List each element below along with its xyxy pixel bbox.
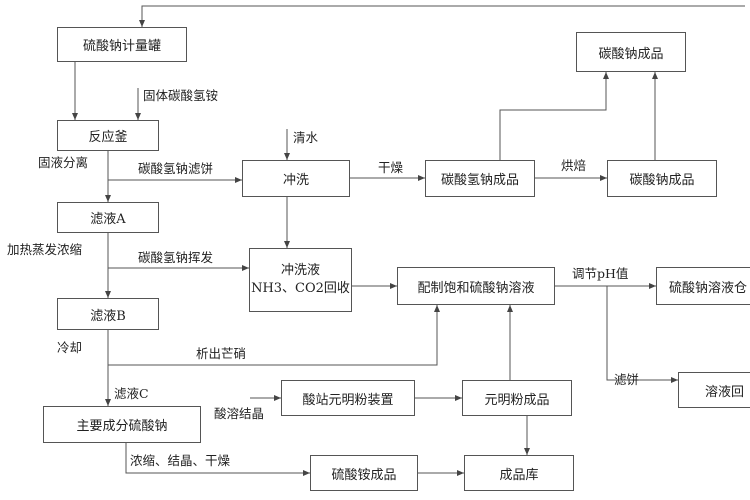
bicarbonate-product-box: 碳酸氢钠成品 <box>425 160 535 197</box>
dry-label: 干燥 <box>378 160 404 175</box>
ammonium-sulfate-product-label: 硫酸铵成品 <box>331 467 397 483</box>
sodium-sulfate-tank-label: 硫酸钠计量罐 <box>82 39 161 54</box>
filter-cake-label: 滤饼 <box>614 372 640 387</box>
washing-label: 冲洗 <box>282 173 309 188</box>
filtrate-a-box: 滤液A <box>57 202 159 233</box>
adjust-ph-label: 调节pH值 <box>572 266 629 281</box>
ammonium-sulfate-product-box: 硫酸铵成品 <box>310 455 418 491</box>
main-component-label: 主要成分硫酸钠 <box>76 419 168 434</box>
carbonate-product-mid-box: 碳酸钠成品 <box>607 160 717 197</box>
bicarbonate-filter-cake-label: 碳酸氢钠滤饼 <box>138 161 214 176</box>
feedback-line <box>139 5 745 27</box>
filtrate-a-label: 滤液A <box>90 212 126 227</box>
precipitate-glauber-label: 析出芒硝 <box>196 346 247 361</box>
bicarbonate-volatilize-label: 碳酸氢钠挥发 <box>138 250 214 265</box>
warehouse-label: 成品库 <box>499 467 539 483</box>
warehouse-box: 成品库 <box>464 455 574 491</box>
carbonate-product-top-label: 碳酸钠成品 <box>598 46 664 62</box>
sodium-sulfate-tank-box: 硫酸钠计量罐 <box>57 27 187 62</box>
solution-recycle-box: 溶液回 <box>678 372 750 408</box>
carbonate-product-top-box: 碳酸钠成品 <box>576 32 686 72</box>
carbonate-product-mid-label: 碳酸钠成品 <box>629 173 695 188</box>
washing-box: 冲洗 <box>242 160 350 197</box>
calcine-label: 烘焙 <box>561 158 587 173</box>
clean-water-label: 清水 <box>293 130 319 145</box>
yuanming-product-label: 元明粉成品 <box>484 392 550 408</box>
saturated-solution-box: 配制饱和硫酸钠溶液 <box>397 267 555 305</box>
solid-bicarbonate-label: 固体碳酸氢铵 <box>143 88 219 103</box>
saturated-solution-label: 配制饱和硫酸钠溶液 <box>417 280 535 296</box>
yuanming-product-box: 元明粉成品 <box>462 380 572 416</box>
sodium-sulfate-solution-box: 硫酸钠溶液仓 <box>656 267 750 305</box>
acid-crystallize-label: 酸溶结晶 <box>214 406 265 421</box>
cool-label: 冷却 <box>57 340 83 355</box>
wash-liquid-label: 冲洗液 <box>280 263 320 279</box>
reactor-label: 反应釜 <box>88 130 128 145</box>
solution-recycle-label: 溶液回 <box>705 384 745 400</box>
main-component-box: 主要成分硫酸钠 <box>43 406 201 443</box>
acid-station-box: 酸站元明粉装置 <box>281 380 415 416</box>
bicarbonate-product-label: 碳酸氢钠成品 <box>440 173 519 188</box>
acid-station-label: 酸站元明粉装置 <box>302 392 394 408</box>
nh3-co2-recovery-label: NH3、CO2回收 <box>251 281 350 296</box>
wash-liquid-box: 冲洗液 NH3、CO2回收 <box>249 248 352 312</box>
solid-liquid-separation-label: 固液分离 <box>38 155 89 170</box>
sodium-sulfate-solution-label: 硫酸钠溶液仓 <box>669 280 748 296</box>
heat-evaporate-label: 加热蒸发浓缩 <box>7 242 83 257</box>
reactor-box: 反应釜 <box>57 120 159 151</box>
filtrate-b-box: 滤液B <box>57 298 159 330</box>
concentrate-crystallize-dry-label: 浓缩、结晶、干燥 <box>130 453 231 468</box>
filtrate-c-label: 滤液C <box>114 386 149 401</box>
filtrate-b-label: 滤液B <box>90 308 126 324</box>
